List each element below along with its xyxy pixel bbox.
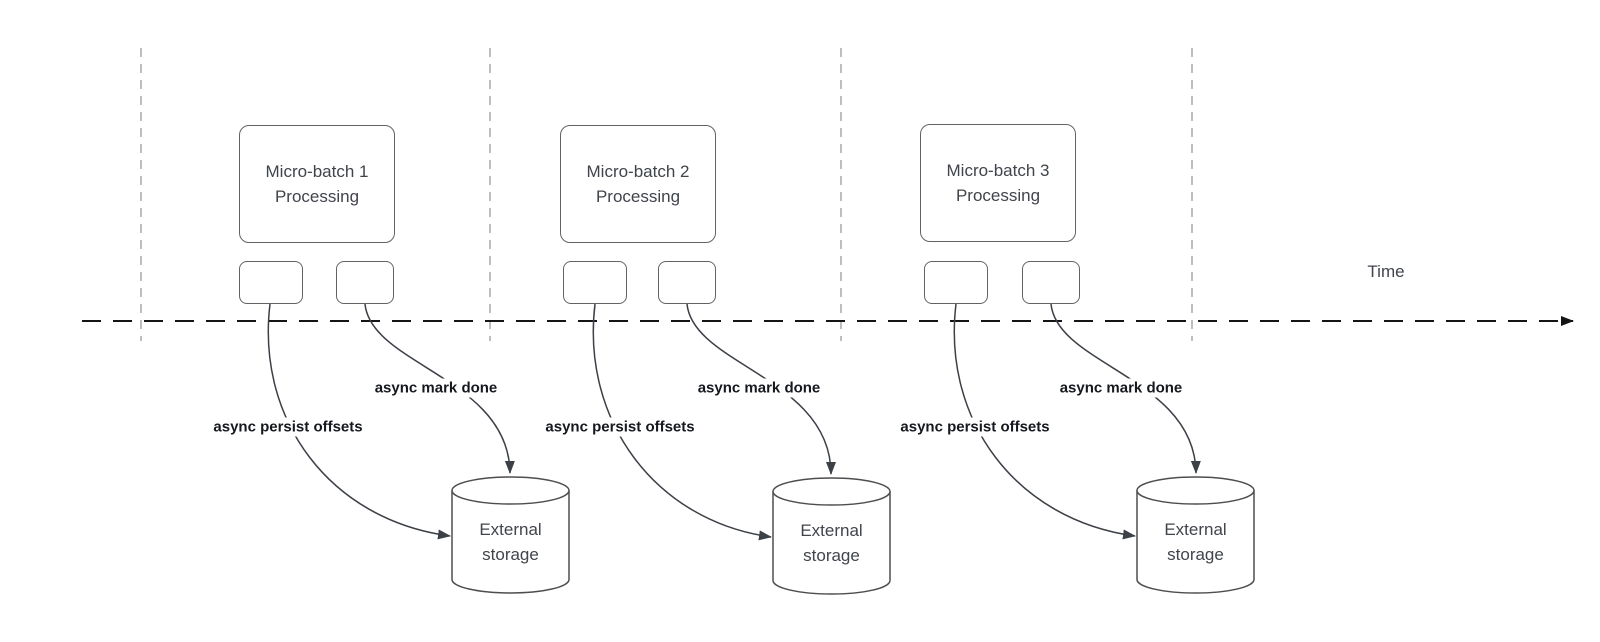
micro-batch-box: Micro-batch 1 Processing [239,125,395,243]
micro-batch-subtitle: Processing [274,187,360,206]
persist-offsets-label: async persist offsets [541,417,699,437]
cylinder-top [451,476,570,505]
cylinder-body [772,491,891,595]
micro-batch-title: Micro-batch 2 [586,162,690,181]
offset-task-box [924,261,988,304]
external-storage-label: External storage [479,520,542,564]
time-axis-label: Time [1367,262,1405,281]
done-task-box [658,261,716,304]
micro-batch-box: Micro-batch 2 Processing [560,125,716,243]
persist-offsets-label: async persist offsets [896,417,1054,437]
storage-cylinder [772,477,891,595]
persist-offsets-arrow [592,303,772,541]
cylinder-top [772,477,891,506]
cylinder-body [1136,490,1255,594]
micro-batch-subtitle: Processing [595,187,681,206]
mark-done-label: async mark done [693,378,825,398]
micro-batch-box: Micro-batch 3 Processing [920,124,1076,242]
persist-offsets-label: async persist offsets [209,417,367,437]
persist-offsets-arrow [953,303,1136,540]
external-storage-label: External storage [800,521,863,565]
mark-done-label: async mark done [370,378,502,398]
cylinder-top [1136,476,1255,505]
micro-batch-title: Micro-batch 3 [946,161,1050,180]
micro-batch-subtitle: Processing [955,186,1041,205]
offset-task-box [239,261,303,304]
storage-cylinder [1136,476,1255,594]
mark-done-arrow [1050,303,1201,474]
mark-done-label: async mark done [1055,378,1187,398]
external-storage-label: External storage [1164,520,1227,564]
persist-offsets-arrow [267,303,451,540]
offset-task-box [563,261,627,304]
storage-cylinder [451,476,570,594]
cylinder-body [451,490,570,594]
micro-batch-title: Micro-batch 1 [265,162,369,181]
mark-done-arrow [686,303,836,475]
done-task-box [336,261,394,304]
done-task-box [1022,261,1080,304]
mark-done-arrow [364,303,515,474]
